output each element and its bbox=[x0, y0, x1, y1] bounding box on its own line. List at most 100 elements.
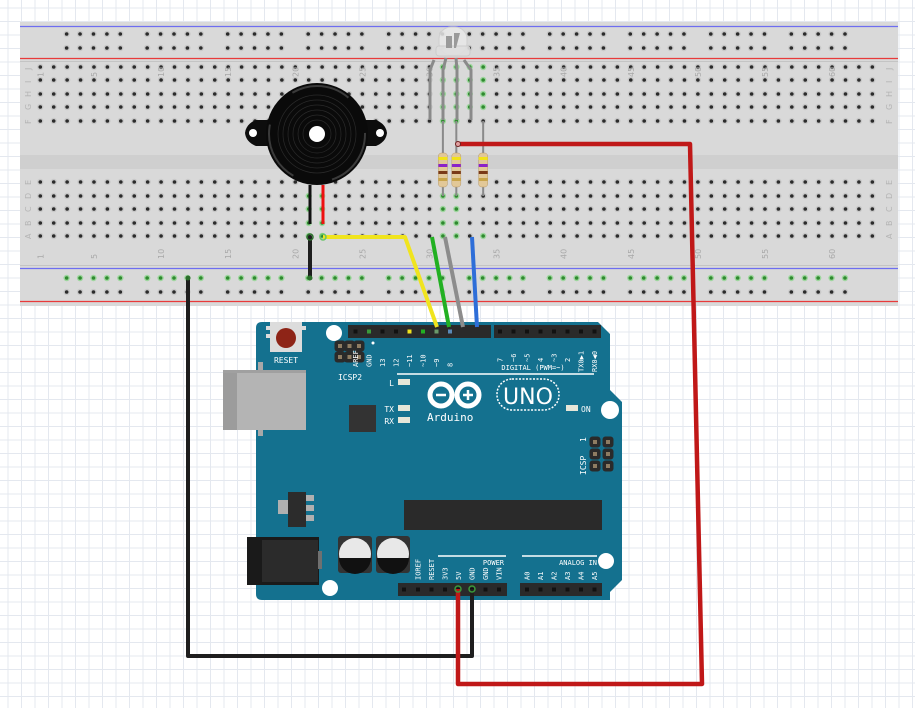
breadboard-hole-center bbox=[239, 105, 244, 109]
header-pin[interactable] bbox=[579, 587, 583, 592]
header-pin[interactable] bbox=[552, 329, 556, 334]
header-pin[interactable] bbox=[525, 329, 529, 334]
header-pin[interactable] bbox=[592, 329, 597, 334]
breadboard-hole-center bbox=[749, 65, 754, 69]
row-label: J bbox=[885, 68, 894, 71]
breadboard-hole-center bbox=[494, 276, 498, 280]
breadboard-hole-center bbox=[575, 180, 579, 184]
breadboard-hole-center bbox=[722, 65, 727, 69]
header-pin[interactable] bbox=[498, 329, 502, 334]
breadboard-hole-center bbox=[722, 119, 727, 123]
header-pin[interactable] bbox=[525, 587, 529, 592]
header-pin[interactable] bbox=[416, 587, 420, 592]
breadboard-hole-center bbox=[561, 194, 566, 198]
breadboard-hole-center bbox=[145, 32, 149, 36]
header-pin[interactable] bbox=[367, 329, 371, 334]
breadboard-hole-center bbox=[119, 234, 123, 238]
breadboard-hole-center bbox=[78, 276, 82, 280]
breadboard-hole-center bbox=[574, 46, 579, 50]
header-pin[interactable] bbox=[538, 587, 543, 592]
breadboard-hole-center bbox=[145, 276, 149, 280]
breadboard-hole-center bbox=[374, 65, 378, 69]
breadboard-hole-center bbox=[722, 32, 727, 36]
header-pin[interactable] bbox=[579, 329, 583, 334]
pin-label: A1 bbox=[537, 572, 545, 580]
breadboard-hole-center bbox=[602, 194, 606, 198]
header-pin[interactable] bbox=[552, 587, 556, 592]
breadboard-hole-center bbox=[655, 180, 660, 184]
row-label: H bbox=[885, 91, 894, 97]
breadboard-hole-center bbox=[790, 234, 794, 238]
breadboard-hole-center bbox=[91, 32, 96, 36]
breadboard-hole-center bbox=[802, 276, 807, 280]
header-pin[interactable] bbox=[538, 329, 543, 334]
breadboard-hole-center bbox=[857, 119, 861, 123]
wire-black-gnd[interactable] bbox=[186, 278, 474, 658]
breadboard-hole-center bbox=[790, 92, 794, 96]
header-pin[interactable] bbox=[380, 329, 385, 334]
header-pin[interactable] bbox=[592, 587, 597, 592]
breadboard-hole-center bbox=[763, 92, 767, 96]
icsp-pin bbox=[357, 344, 361, 348]
breadboard-hole-center bbox=[252, 290, 257, 294]
header-pin[interactable] bbox=[497, 587, 501, 592]
breadboard-hole-center bbox=[226, 207, 230, 211]
breadboard-hole-center bbox=[802, 32, 807, 36]
breadboard-hole-center bbox=[360, 65, 365, 69]
breadboard-hole-center bbox=[212, 180, 217, 184]
breadboard-hole-center bbox=[641, 32, 646, 36]
row-label: E bbox=[24, 180, 33, 185]
breadboard-hole-center bbox=[709, 92, 714, 96]
header-pin[interactable] bbox=[353, 329, 358, 334]
wire-gray-pin9[interactable] bbox=[443, 236, 465, 328]
header-pin[interactable] bbox=[407, 329, 412, 334]
breadboard-hole-center bbox=[199, 207, 204, 211]
breadboard-hole-center bbox=[266, 221, 271, 225]
breadboard-hole-center bbox=[494, 92, 499, 96]
breadboard-hole-center bbox=[253, 78, 257, 82]
breadboard-hole-center bbox=[467, 276, 472, 280]
header-pin[interactable] bbox=[429, 587, 434, 592]
header-pin[interactable] bbox=[394, 329, 398, 334]
wire-endpoint bbox=[455, 141, 461, 147]
breadboard-hole-center bbox=[132, 234, 137, 238]
breadboard-hole-center bbox=[641, 276, 646, 280]
breadboard-hole-center bbox=[508, 194, 512, 198]
analog-header bbox=[520, 583, 602, 596]
breadboard-hole-center bbox=[105, 290, 109, 294]
pin-label: A5 bbox=[591, 572, 599, 580]
breadboard-hole-center bbox=[119, 65, 123, 69]
header-pin[interactable] bbox=[565, 329, 570, 334]
breadboard-hole-center bbox=[763, 78, 767, 82]
breadboard-hole-center bbox=[266, 92, 271, 96]
header-pin[interactable] bbox=[421, 329, 425, 334]
breadboard-hole-center bbox=[293, 234, 298, 238]
breadboard-hole-center bbox=[239, 180, 244, 184]
resistor-band-brown bbox=[478, 171, 488, 174]
header-pin[interactable] bbox=[448, 329, 452, 334]
column-label: 55 bbox=[761, 249, 770, 259]
breadboard-hole-center bbox=[427, 234, 432, 238]
header-pin[interactable] bbox=[402, 587, 406, 592]
wire-green-pin10[interactable] bbox=[430, 236, 451, 328]
header-pin[interactable] bbox=[434, 329, 439, 334]
breadboard-hole-center bbox=[508, 234, 512, 238]
breadboard-hole-center bbox=[628, 78, 633, 82]
breadboard-hole-center bbox=[293, 207, 298, 211]
header-pin[interactable] bbox=[565, 587, 570, 592]
breadboard-hole-center bbox=[467, 221, 472, 225]
header-pin[interactable] bbox=[511, 329, 516, 334]
breadboard-hole-center bbox=[105, 78, 110, 82]
breadboard-hole-center bbox=[266, 194, 271, 198]
breadboard-hole-center bbox=[65, 105, 69, 109]
wire-red-5v[interactable] bbox=[455, 141, 705, 687]
wire-blue-pin8[interactable] bbox=[470, 236, 479, 328]
header-pin[interactable] bbox=[443, 587, 447, 592]
reset-button[interactable] bbox=[266, 322, 306, 352]
header-pin[interactable] bbox=[483, 587, 488, 592]
breadboard-hole-center bbox=[226, 78, 230, 82]
wire-yellow-pin11[interactable] bbox=[323, 235, 439, 328]
breadboard-hole-center bbox=[574, 276, 579, 280]
breadboard-hole-center bbox=[159, 180, 163, 184]
breadboard-hole-center bbox=[803, 105, 808, 109]
